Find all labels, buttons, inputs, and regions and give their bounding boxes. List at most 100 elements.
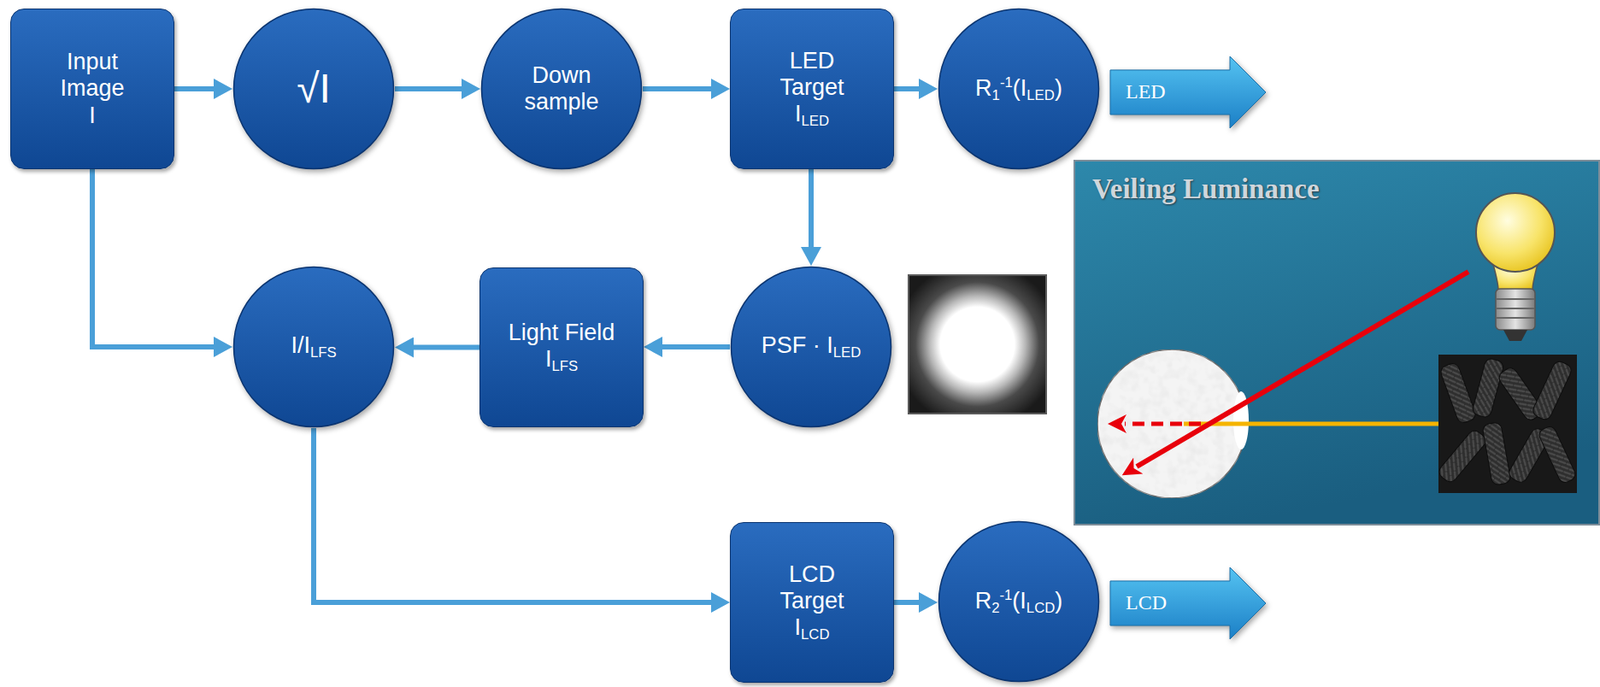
node-label: PSF · I — [761, 332, 834, 359]
subscript: LFS — [310, 344, 337, 361]
arrow-shape — [1110, 56, 1266, 129]
node-label: R — [975, 75, 993, 101]
psf-blur — [908, 275, 1047, 414]
subscript: 1 — [992, 87, 1000, 104]
circle-shape — [234, 9, 395, 170]
node-label: Light Field — [508, 319, 616, 346]
node-label: Veiling Luminance — [1092, 173, 1320, 205]
text-line: ILCD — [779, 614, 844, 643]
node-label: R — [975, 588, 993, 614]
screws-photo — [1436, 354, 1578, 494]
node-label: LED Target — [779, 47, 844, 100]
node-label: (I — [1011, 588, 1027, 614]
label-block: LED TargetILED — [779, 47, 844, 130]
node-label: Down sample — [523, 62, 599, 115]
label-block: R2-1(ILCD) — [975, 587, 1064, 617]
process-box: LED TargetILED — [729, 8, 895, 170]
subscript: LCD — [1026, 600, 1055, 617]
node-label: Input Image I — [59, 48, 124, 128]
text-line: √I — [296, 64, 331, 112]
flow-arrow — [894, 86, 919, 92]
flow-arrow — [894, 600, 919, 606]
circle-shape — [939, 522, 1100, 683]
flow-arrow — [92, 169, 214, 348]
subscript: LED — [1026, 87, 1055, 104]
bulb-thread — [1496, 317, 1535, 319]
label-block: LED — [1125, 80, 1166, 105]
text-line: LCD — [1125, 591, 1167, 616]
text-line: R1-1(ILED) — [975, 74, 1063, 104]
output-arrow: LCD — [1110, 567, 1266, 640]
label-block: Input Image I — [59, 48, 124, 129]
panel-ground — [1073, 159, 1600, 526]
flow-arrow — [662, 344, 730, 350]
node-label: LCD Target — [779, 561, 844, 614]
screw — [1439, 361, 1478, 424]
circle-shape — [731, 267, 892, 428]
label-block: Veiling Luminance — [1092, 173, 1320, 206]
superscript: -1 — [1000, 74, 1013, 91]
flow-arrow — [808, 169, 814, 248]
screw — [1537, 424, 1578, 485]
label-block: Light FieldILFS — [508, 319, 616, 375]
screw — [1530, 359, 1574, 423]
node-label: (I — [1012, 75, 1028, 101]
label-block: R1-1(ILED) — [975, 74, 1063, 104]
text-line: R2-1(ILCD) — [975, 587, 1064, 617]
superscript: -1 — [999, 587, 1012, 604]
bulb-thread — [1496, 307, 1535, 310]
veiling-ray — [1124, 422, 1201, 427]
label-block: LCD — [1125, 591, 1167, 616]
node-label: ) — [1054, 588, 1063, 614]
output-arrow: LED — [1110, 56, 1266, 129]
text-line: LED — [1125, 80, 1166, 105]
text-line: I/ILFS — [290, 332, 336, 361]
psf-image — [908, 275, 1047, 414]
operation-circle: I/ILFS — [232, 265, 395, 429]
subscript: LED — [800, 112, 830, 130]
process-box: Light FieldILFS — [479, 267, 644, 428]
text-line: LCD Target — [779, 561, 844, 615]
node-label: I — [794, 614, 801, 641]
flow-arrow — [174, 86, 214, 92]
label-block: LCD TargetILCD — [779, 561, 844, 643]
direct-ray — [1183, 422, 1439, 427]
bulb-thread — [1496, 298, 1535, 300]
subscript: 2 — [991, 600, 1000, 617]
subscript: LFS — [551, 358, 578, 375]
circle-shape — [234, 267, 395, 428]
node-label: ) — [1054, 75, 1063, 101]
circle-shape — [939, 9, 1100, 170]
screw — [1436, 428, 1489, 485]
text-line: PSF · ILED — [761, 332, 862, 361]
label-block: PSF · ILED — [761, 332, 862, 361]
process-box: LCD TargetILCD — [729, 522, 895, 683]
label-block: I/ILFS — [290, 332, 336, 361]
operation-circle: R1-1(ILED) — [937, 7, 1100, 171]
flow-arrow — [394, 86, 462, 92]
text-line: Down sample — [523, 62, 599, 116]
operation-circle: R2-1(ILCD) — [937, 520, 1100, 683]
bulb-base — [1495, 288, 1536, 330]
node-label: I/I — [290, 332, 311, 359]
node-label: √I — [296, 65, 331, 112]
screw — [1482, 422, 1512, 487]
label-block: Down sample — [523, 62, 599, 116]
text-line: LED Target — [779, 47, 844, 101]
text-line: Veiling Luminance — [1092, 173, 1320, 206]
text-line: ILFS — [508, 346, 616, 375]
text-line: Input Image I — [59, 48, 124, 129]
text-line: Light Field — [508, 319, 616, 347]
node-label: LCD — [1125, 591, 1167, 614]
screw — [1471, 357, 1506, 418]
circle-shape — [482, 9, 642, 170]
node-label: LED — [1125, 80, 1166, 103]
text-line: ILED — [779, 100, 844, 130]
light-bulb — [1476, 193, 1555, 342]
glare-ray — [1136, 271, 1469, 467]
bulb-glass — [1476, 193, 1555, 272]
bulb-tip — [1503, 329, 1528, 342]
flow-arrow — [413, 345, 480, 351]
arrow-shape — [1110, 567, 1266, 640]
node-label: I — [545, 346, 553, 372]
